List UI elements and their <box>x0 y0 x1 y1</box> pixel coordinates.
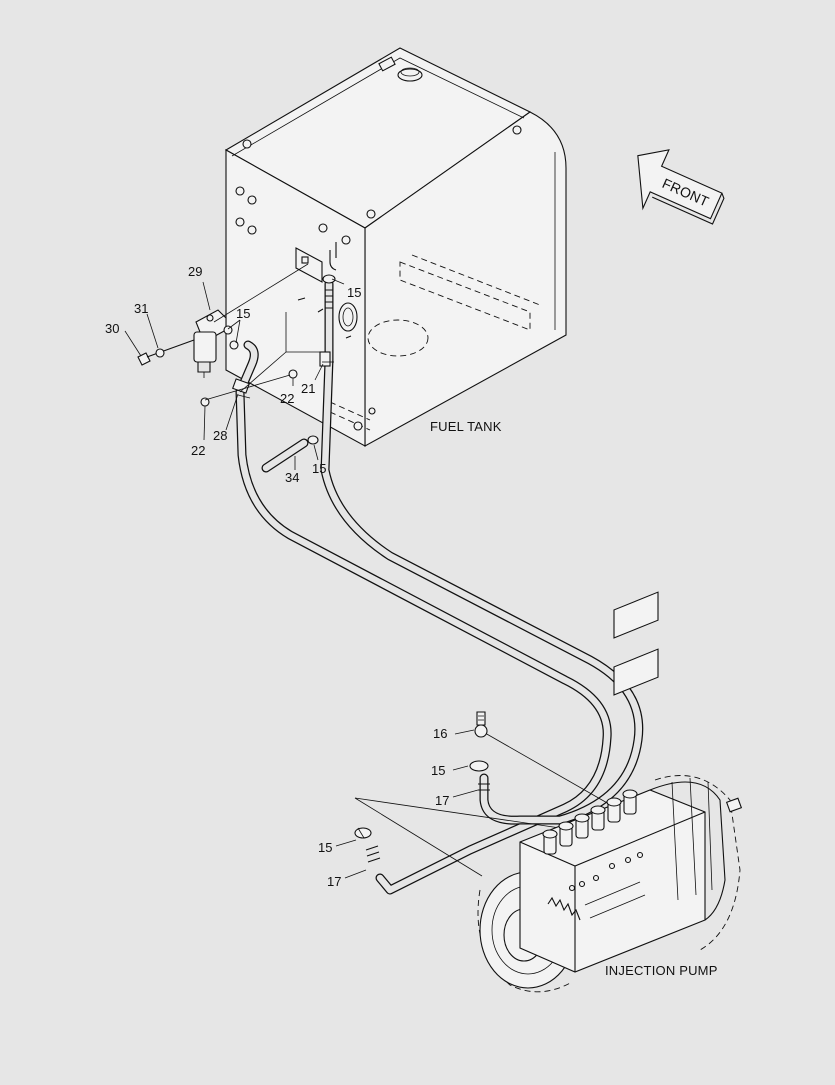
part-number-17-upper: 17 <box>435 793 449 808</box>
part-number-30: 30 <box>105 321 119 336</box>
fuel-hoses <box>235 279 644 895</box>
fuel-tank: FUEL TANK <box>224 47 567 447</box>
part-number-22-lower: 22 <box>191 443 205 458</box>
part-number-16: 16 <box>433 726 447 741</box>
fuel-tank-label: FUEL TANK <box>430 419 502 434</box>
part-number-29: 29 <box>188 264 202 279</box>
part-number-17-lower: 17 <box>327 874 341 889</box>
injection-pump-label: INJECTION PUMP <box>605 963 718 978</box>
leader-lines <box>124 263 617 879</box>
part-number-31: 31 <box>134 301 148 316</box>
part-callouts: 29 31 30 15 15 21 22 22 28 34 15 16 15 1… <box>105 264 449 889</box>
fuel-filter <box>137 274 352 445</box>
part-number-15-tank: 15 <box>347 285 361 300</box>
part-number-15-pump-lower: 15 <box>318 840 332 855</box>
part-number-15-filter: 15 <box>236 306 250 321</box>
part-number-28: 28 <box>213 428 227 443</box>
part-number-34: 34 <box>285 470 299 485</box>
front-arrow: FRONT <box>637 149 725 225</box>
delivery-valves <box>542 789 638 855</box>
part-number-15-return: 15 <box>312 461 326 476</box>
injection-pump: INJECTION PUMP <box>477 591 743 993</box>
part-number-21: 21 <box>301 381 315 396</box>
part-number-22-upper: 22 <box>280 391 294 406</box>
pump-connectors <box>354 711 489 839</box>
part-number-15-pump-upper: 15 <box>431 763 445 778</box>
